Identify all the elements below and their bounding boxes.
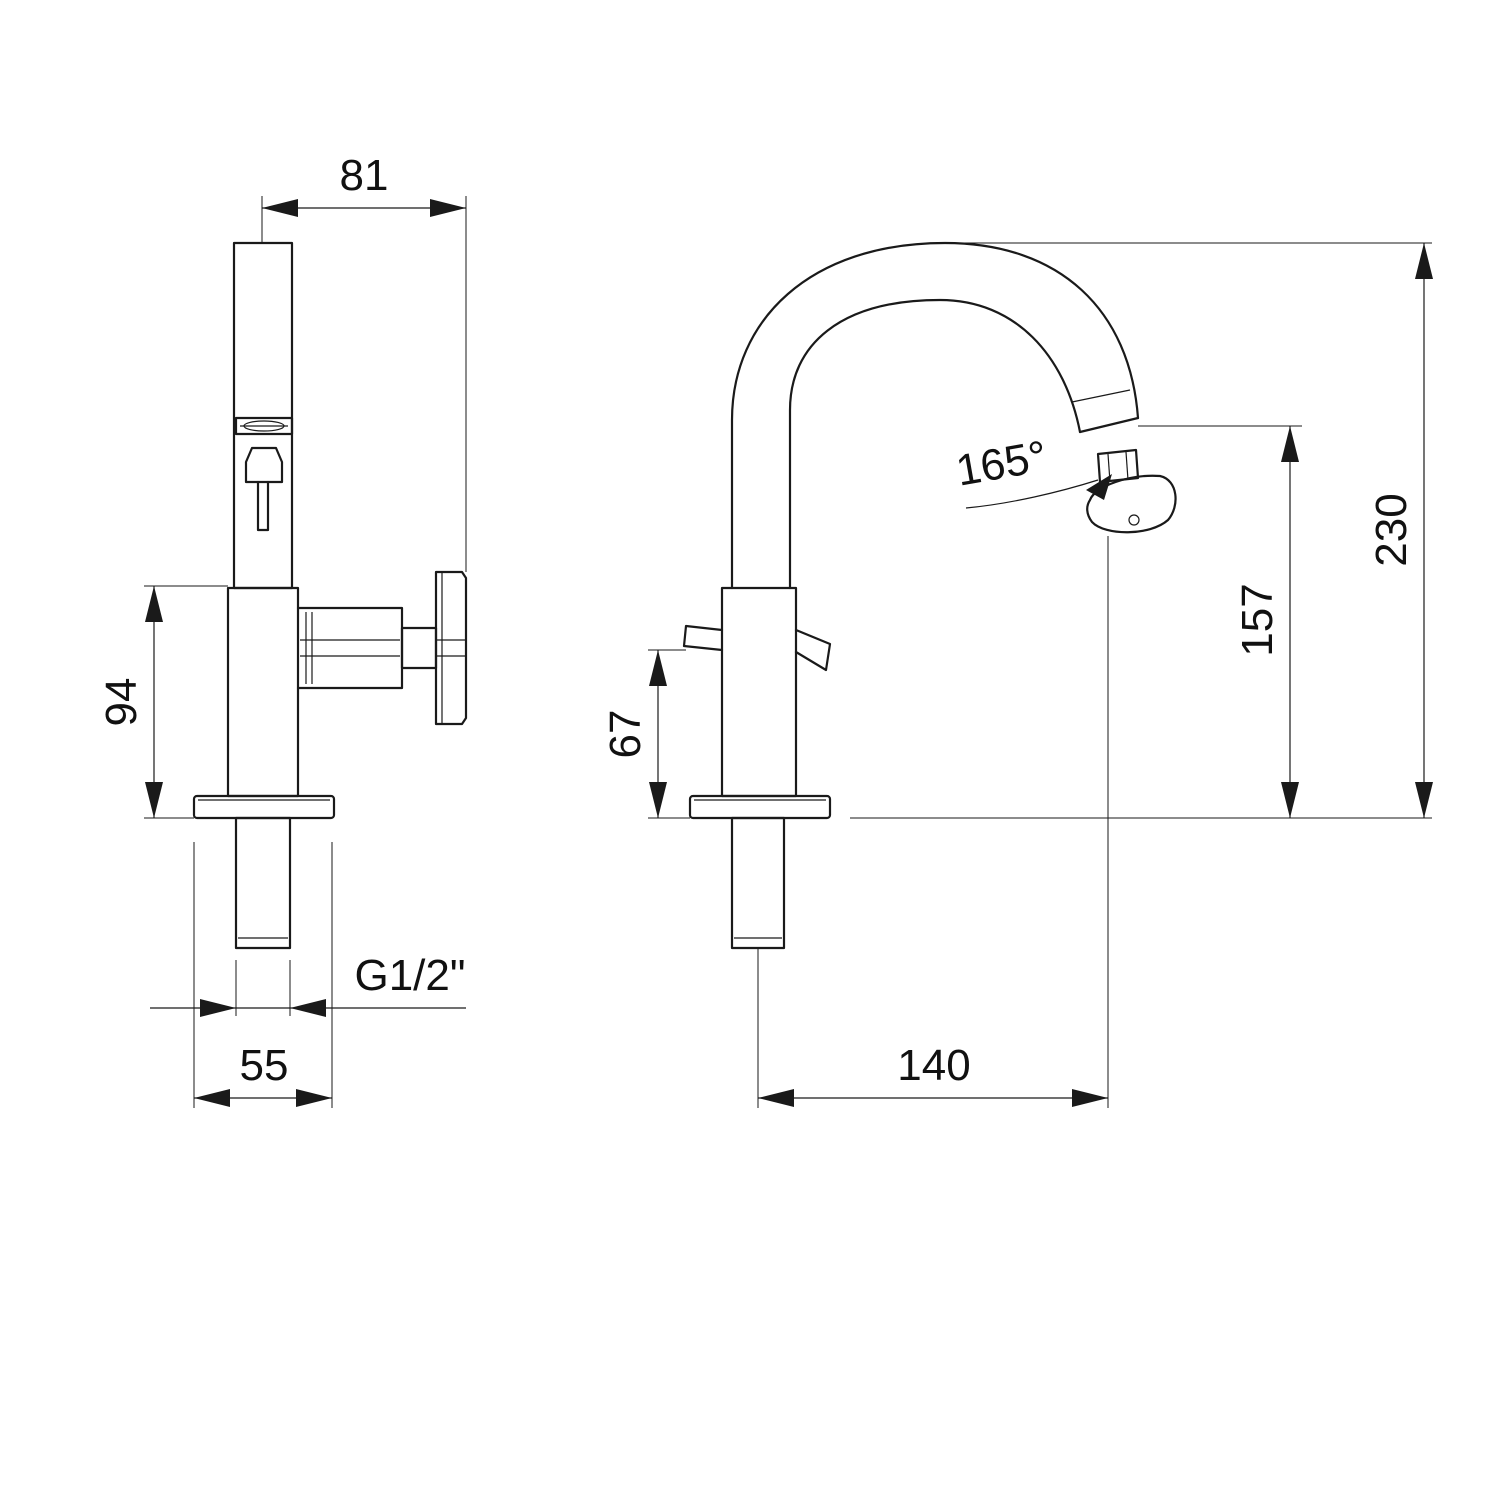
angle-arc	[965, 479, 1099, 509]
front-view	[682, 241, 1177, 950]
dim-label-55: 55	[240, 1041, 289, 1090]
side-column-upper	[232, 241, 294, 590]
side-lever-detail	[244, 446, 284, 484]
side-tailpiece	[234, 816, 292, 950]
side-valve-housing	[296, 606, 404, 690]
front-handle-right	[794, 628, 832, 672]
front-spout-inner	[788, 298, 1082, 590]
side-body	[226, 586, 300, 798]
dim-label-157: 157	[1233, 583, 1282, 656]
front-dimensions: 165° 230 157 67 140	[601, 242, 1433, 1108]
side-view	[192, 241, 468, 950]
front-body	[720, 586, 798, 798]
side-valve-stem	[400, 626, 438, 670]
dim-label-67: 67	[601, 710, 650, 759]
dim-label-thread: G1/2"	[354, 951, 465, 1000]
side-cross-handle	[434, 570, 468, 726]
front-tailpiece	[730, 816, 786, 950]
dim-label-140: 140	[897, 1041, 970, 1090]
dim-label-165: 165°	[952, 432, 1050, 496]
front-swivel-connector	[1096, 448, 1140, 484]
dim-label-94: 94	[97, 678, 146, 727]
front-spout-outer	[730, 241, 1140, 590]
front-base-plate	[688, 794, 832, 820]
dim-label-81: 81	[340, 151, 389, 200]
side-aerator	[234, 416, 294, 436]
front-spout-tip	[1078, 416, 1140, 434]
front-handle-left	[682, 624, 724, 652]
side-base-plate	[192, 794, 336, 820]
dim-label-230: 230	[1367, 493, 1416, 566]
front-swivel-knob	[1086, 474, 1177, 534]
side-dimensions: 81 94 G1/2" 55	[97, 151, 467, 1108]
